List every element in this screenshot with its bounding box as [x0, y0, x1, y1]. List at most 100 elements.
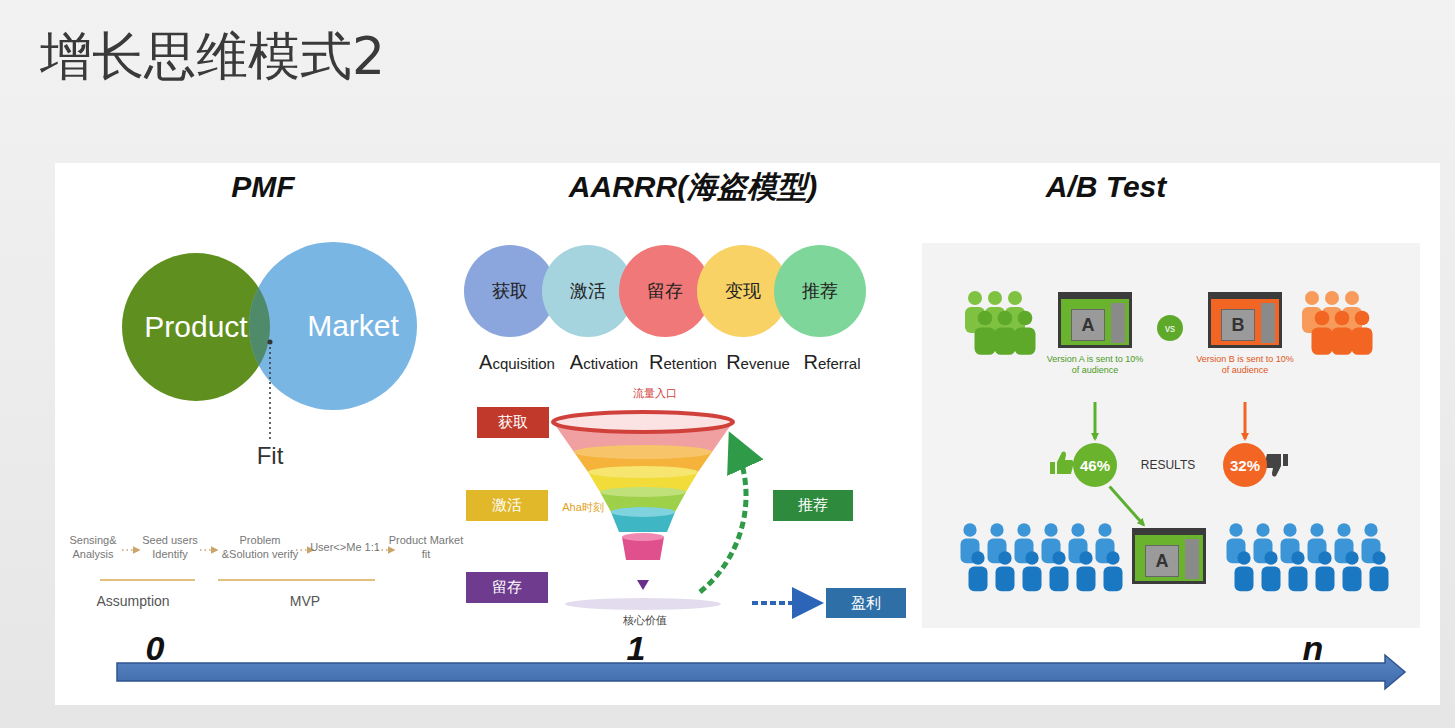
person-head [1237, 551, 1250, 564]
label-box: 推荐 [773, 490, 853, 521]
node-text: vs [1165, 323, 1175, 334]
person-head [1355, 311, 1370, 326]
person-head [1291, 551, 1304, 564]
screen-node: B Version B is sent to 10% of audience [1196, 292, 1294, 398]
person-head [1079, 551, 1092, 564]
person-body [1343, 567, 1362, 592]
person-head [1325, 291, 1339, 305]
person-head [968, 291, 982, 305]
person-head [1283, 523, 1296, 536]
person-head [1008, 291, 1022, 305]
person-body [975, 327, 996, 354]
person-head [1044, 523, 1057, 536]
label-box: 盈利 [826, 588, 906, 618]
person-head [1372, 551, 1385, 564]
person-head [988, 291, 1002, 305]
fit-label: Fit [257, 442, 284, 470]
stage-name: Retention [649, 351, 717, 374]
person-body [969, 567, 988, 592]
stage-name: Acquisition [479, 351, 555, 374]
person-head [1098, 523, 1111, 536]
axis-mark: n [1303, 629, 1324, 668]
section-heading: AARRR(海盗模型) [569, 167, 817, 208]
node-text: 留存 [492, 578, 522, 597]
person-head [1337, 523, 1350, 536]
label-box: 留存 [466, 572, 548, 603]
person-body [1332, 327, 1353, 354]
process-step: Seed users Identify [130, 534, 210, 562]
node-text: 获取 [492, 279, 528, 303]
node-text: 变现 [725, 279, 761, 303]
process-step: Product Market fit [386, 534, 466, 562]
monitor: A [1132, 528, 1206, 584]
person-body [1050, 567, 1069, 592]
process-step: Problem &Solution verify [220, 534, 300, 562]
flow-arrow [1244, 402, 1247, 439]
person-body [1023, 567, 1042, 592]
person-head [1071, 523, 1084, 536]
screen-letter: A [1071, 309, 1105, 341]
node-text: 留存 [647, 279, 683, 303]
person-body [1316, 567, 1335, 592]
section-heading: PMF [231, 170, 294, 204]
person-head [1315, 311, 1330, 326]
node-text: 推荐 [798, 496, 828, 515]
venn-circle: Product [122, 253, 270, 401]
person-head [978, 311, 993, 326]
monitor: A [1058, 292, 1132, 348]
person-head [1364, 523, 1377, 536]
node-text: 32% [1230, 457, 1260, 474]
person-head [1318, 551, 1331, 564]
person-body [1289, 567, 1308, 592]
stage-name: Revenue [726, 351, 790, 374]
monitor-sidebar [1185, 539, 1199, 579]
person-head [1256, 523, 1269, 536]
note-label: 流量入口 [633, 386, 677, 401]
person-body [1104, 567, 1123, 592]
person-head [963, 523, 976, 536]
person-body [1077, 567, 1096, 592]
stage-name: Referral [804, 351, 861, 374]
page-title: 增长思维模式2 [40, 22, 385, 92]
person-body [1235, 567, 1254, 592]
person-head [998, 551, 1011, 564]
monitor-sidebar [1261, 303, 1275, 343]
person-body [1370, 567, 1389, 592]
person-head [1345, 551, 1358, 564]
person-head [1305, 291, 1319, 305]
axis-mark: 1 [627, 629, 646, 668]
screen-caption: Version A is sent to 10% of audience [1046, 354, 1144, 376]
person-head [971, 551, 984, 564]
note-label: RESULTS [1141, 458, 1195, 472]
person-head [1052, 551, 1065, 564]
process-step: User<>Me 1:1 [305, 541, 385, 555]
node-text: 46% [1080, 457, 1110, 474]
monitor: B [1208, 292, 1282, 348]
node-text: 获取 [498, 413, 528, 432]
section-heading: A/B Test [1046, 170, 1167, 204]
person-head [1310, 523, 1323, 536]
node-text: 推荐 [802, 279, 838, 303]
venn-circle: Market [268, 242, 418, 410]
process-step: Sensing& Analysis [53, 534, 133, 562]
person-head [1025, 551, 1038, 564]
person-head [1335, 311, 1350, 326]
node-text: 激活 [492, 496, 522, 515]
screen-caption: Version B is sent to 10% of audience [1196, 354, 1294, 376]
person-head [1017, 523, 1030, 536]
label-box: 获取 [477, 407, 549, 438]
person-body [1262, 567, 1281, 592]
person-head [1229, 523, 1242, 536]
phase-label: MVP [290, 593, 320, 609]
axis-mark: 0 [146, 629, 165, 668]
note-label: Aha时刻 [562, 500, 604, 515]
person-head [1018, 311, 1033, 326]
screen-letter: B [1221, 309, 1255, 341]
label-box: 激活 [466, 490, 548, 521]
screen-letter: A [1145, 545, 1179, 577]
person-body [1015, 327, 1036, 354]
flow-arrow [1110, 486, 1144, 525]
node-text: 盈利 [851, 594, 881, 613]
circle-node: vs [1157, 315, 1183, 341]
stage-name: Activation [570, 351, 638, 374]
